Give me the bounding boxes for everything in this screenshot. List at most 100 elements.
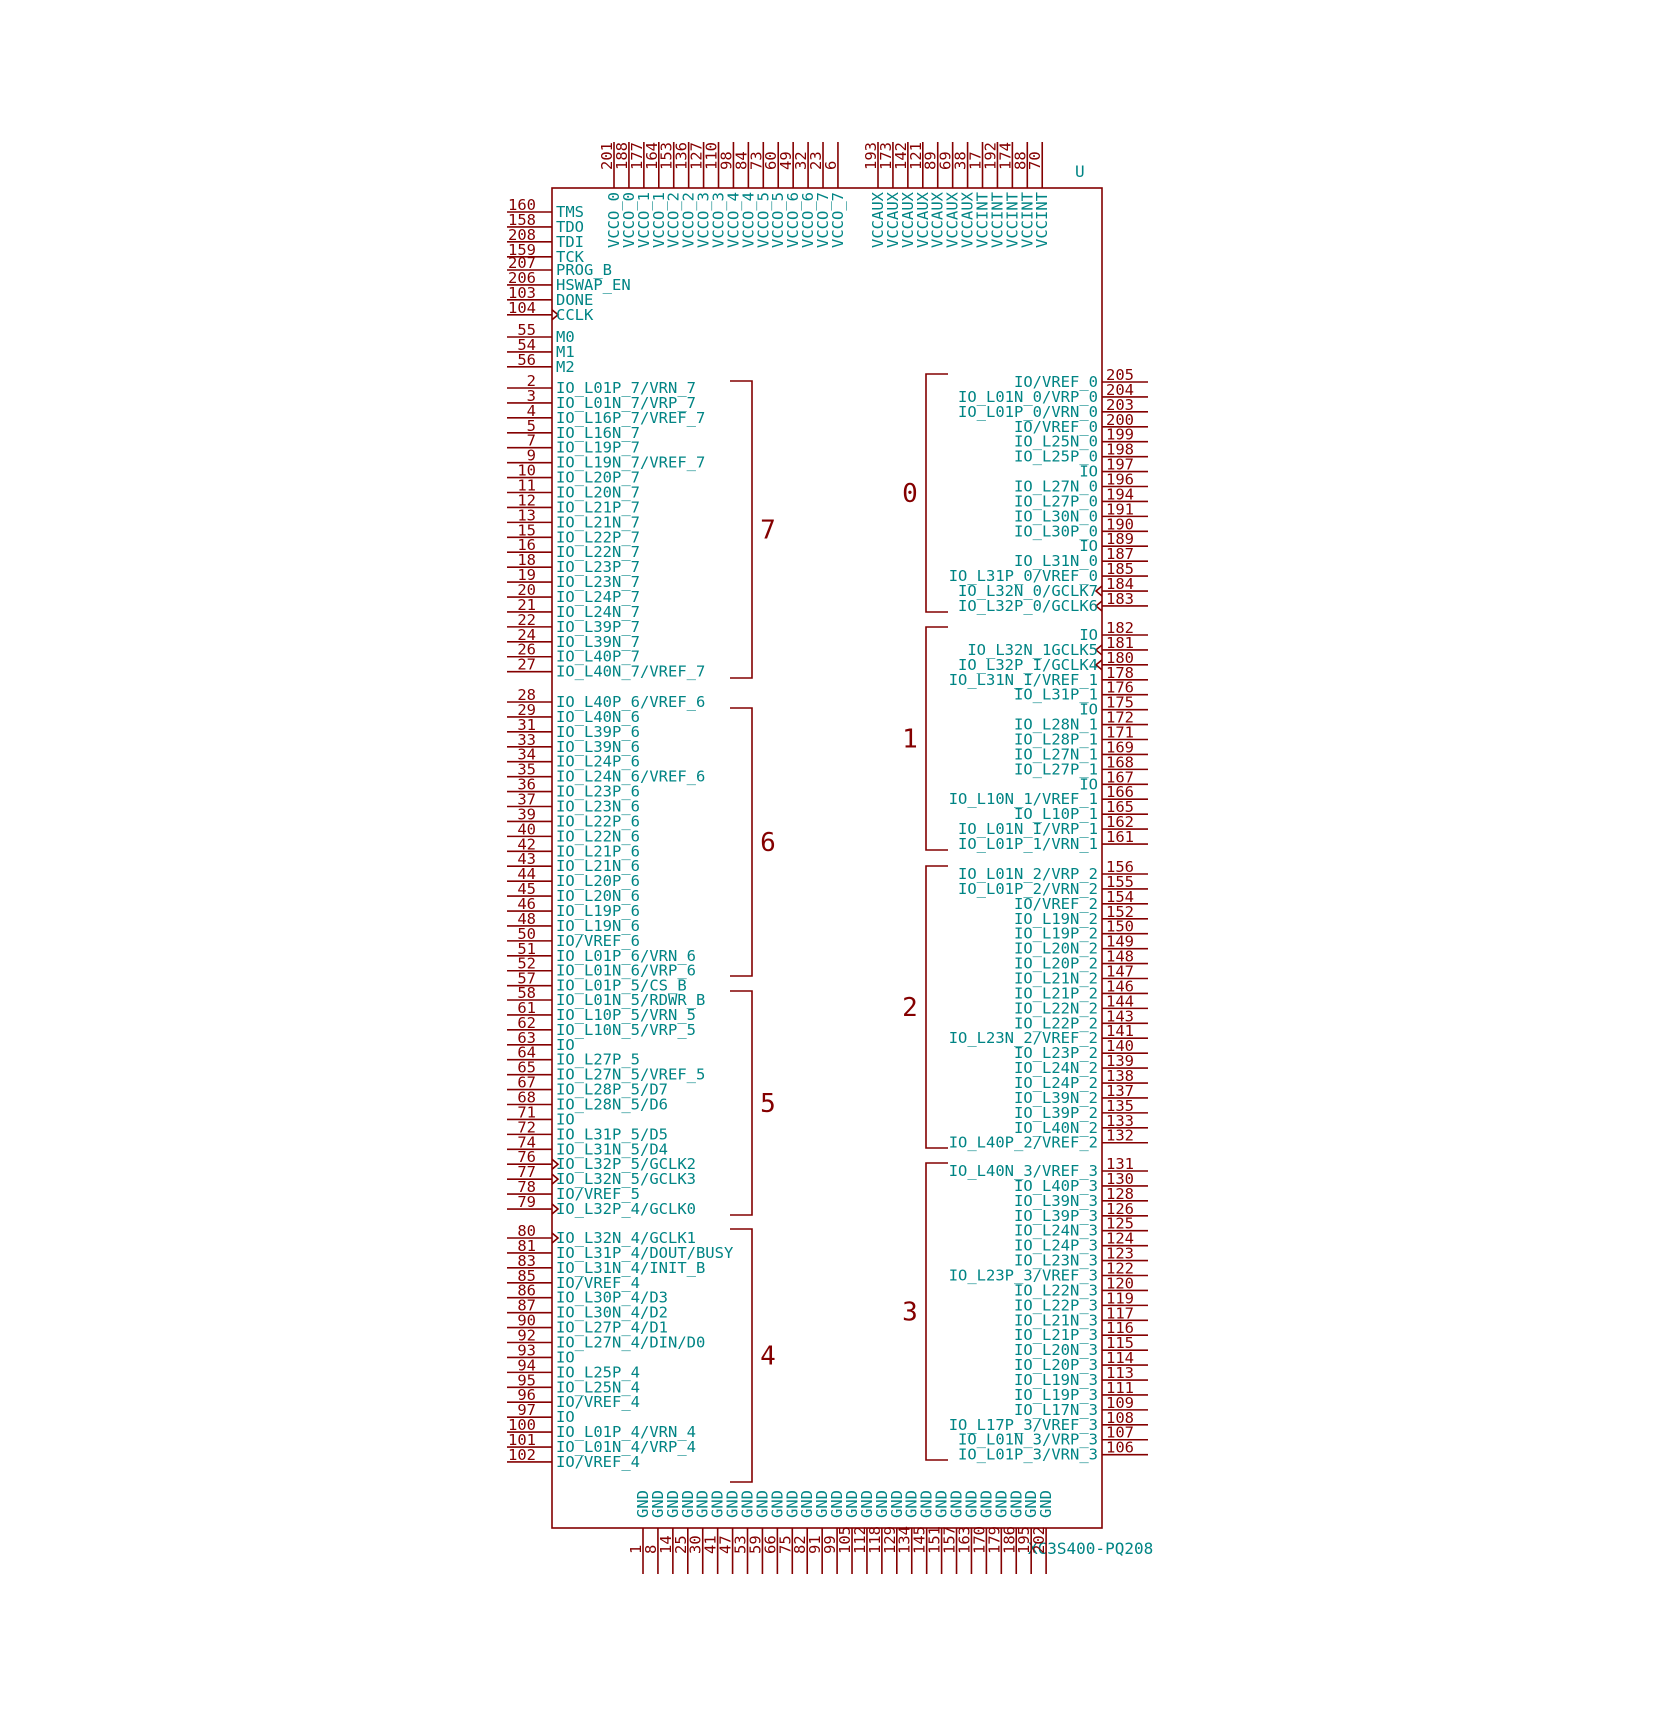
pin-number: 12	[517, 491, 536, 509]
pin-name: IO_L40N_2	[1014, 1119, 1098, 1137]
pin-number: 156	[1106, 858, 1134, 876]
reference-designator: U	[1075, 162, 1085, 181]
pin-number: 111	[1106, 1379, 1134, 1397]
pin-name: GND	[962, 1490, 980, 1518]
pin-name: VCCINT	[1018, 192, 1036, 248]
pin-name: IO	[556, 1408, 575, 1426]
pin-number: 85	[517, 1267, 536, 1285]
pin-number: 132	[1106, 1127, 1134, 1145]
pin-name: IO/VREF_6	[556, 932, 640, 950]
pin-name: VCCO_1	[635, 192, 653, 248]
pin-number: 173	[877, 142, 895, 170]
pin-name: IO_L27N_0	[1014, 478, 1098, 496]
pin-number: 82	[791, 1535, 809, 1554]
pin-number: 127	[688, 142, 706, 170]
pin-name: IO_L22N_3	[1014, 1281, 1098, 1299]
pin-number: 139	[1106, 1052, 1134, 1070]
pin-name: VCCO_4	[739, 192, 757, 248]
pin-name: IO_L17P_3/VREF_3	[949, 1416, 1098, 1434]
bank-label: 7	[760, 516, 776, 546]
pin-name: IO_L24N_3	[1014, 1222, 1098, 1240]
pin-number: 200	[1106, 411, 1134, 429]
pin-number: 165	[1106, 798, 1134, 816]
pin-number: 153	[658, 142, 676, 170]
pin-number: 78	[517, 1178, 536, 1196]
pin-name: VCCAUX	[869, 191, 887, 248]
pin-number: 61	[517, 999, 536, 1017]
pin-name: IO_L01N_4/VRP_4	[556, 1438, 696, 1456]
pin-name: IO_L16N_7	[556, 424, 640, 442]
pin-number: 20	[517, 581, 536, 599]
pin-name: IO	[556, 1036, 575, 1054]
pin-number: 39	[517, 805, 536, 823]
pin-number: 93	[517, 1341, 536, 1359]
pin-number: 118	[866, 1526, 884, 1554]
pin-number: 95	[517, 1371, 536, 1389]
pin-name: GND	[1007, 1490, 1025, 1518]
pin-name: M1	[556, 343, 575, 361]
pin-number: 133	[1106, 1112, 1134, 1130]
pin-name: IO_L39P_2	[1014, 1104, 1098, 1122]
pin-name: VCCO_0	[620, 192, 638, 248]
pin-name: GND	[739, 1490, 757, 1518]
pin-number: 71	[517, 1103, 536, 1121]
pin-number: 87	[517, 1297, 536, 1315]
pin-number: 72	[517, 1118, 536, 1136]
pin-name: IO_L27P_1	[1014, 760, 1098, 778]
pin-name: GND	[873, 1490, 891, 1518]
pin-number: 58	[517, 984, 536, 1002]
pin-name: IO_L01P_7/VRN_7	[556, 379, 696, 397]
pin-number: 41	[702, 1535, 720, 1554]
pin-number: 107	[1106, 1424, 1134, 1442]
pin-number: 161	[1106, 828, 1134, 846]
pin-name: IO_L32P_0/GCLK6	[958, 597, 1098, 615]
pin-number: 34	[517, 746, 536, 764]
pin-name: GND	[933, 1490, 951, 1518]
bank-bracket	[730, 380, 753, 679]
pin-name: IO_L01P_1/VRN_1	[958, 835, 1098, 853]
pin-number: 152	[1106, 903, 1134, 921]
pin-number: 166	[1106, 783, 1134, 801]
pin-number: 115	[1106, 1334, 1134, 1352]
pin-number: 196	[1106, 471, 1134, 489]
pin-number: 146	[1106, 977, 1134, 995]
pin-number: 23	[807, 151, 825, 170]
pin-number: 22	[517, 611, 536, 629]
pin-number: 120	[1106, 1274, 1134, 1292]
pin-number: 207	[508, 254, 536, 272]
pin-number: 44	[517, 865, 536, 883]
pin-name: IO_L27N_4/DIN/D0	[556, 1334, 705, 1352]
pin-name: IO_L01P_2/VRN_2	[958, 880, 1098, 898]
pin-number: 182	[1106, 619, 1134, 637]
pin-name: IO/VREF_4	[556, 1393, 640, 1411]
pin-number: 35	[517, 761, 536, 779]
pin-number: 5	[527, 417, 536, 435]
pin-number: 143	[1106, 1007, 1134, 1025]
pin-name: VCCINT	[1003, 192, 1021, 248]
pin-name: IO_L32P_I/GCLK4	[958, 656, 1098, 674]
pin-name: IO_L39P_6	[556, 723, 640, 741]
pin-number: 59	[746, 1535, 764, 1554]
pin-name: TDO	[556, 218, 584, 236]
pin-name: VCCAUX	[884, 191, 902, 248]
pin-number: 36	[517, 776, 536, 794]
pin-name: VCCO_7	[829, 192, 847, 248]
pin-name: IO/VREF_2	[1014, 895, 1098, 913]
pin-number: 204	[1106, 381, 1134, 399]
pin-name: GND	[664, 1490, 682, 1518]
pin-number: 43	[517, 850, 536, 868]
pin-number: 67	[517, 1074, 536, 1092]
pin-number: 179	[985, 1526, 1003, 1554]
pin-name: IO	[1079, 701, 1098, 719]
pin-name: IO_L27P_5	[556, 1051, 640, 1069]
pin-name: GND	[798, 1490, 816, 1518]
pin-name: IO_L23N_2/VREF_2	[949, 1029, 1098, 1047]
pin-number: 70	[1026, 151, 1044, 170]
pin-name: IO_L23N_7	[556, 573, 640, 591]
pin-name: IO_L40N_7/VREF_7	[556, 663, 705, 681]
pin-number: 194	[1106, 485, 1134, 503]
pin-name: VCCO_3	[710, 192, 728, 248]
pin-name: VCCO_5	[754, 192, 772, 248]
